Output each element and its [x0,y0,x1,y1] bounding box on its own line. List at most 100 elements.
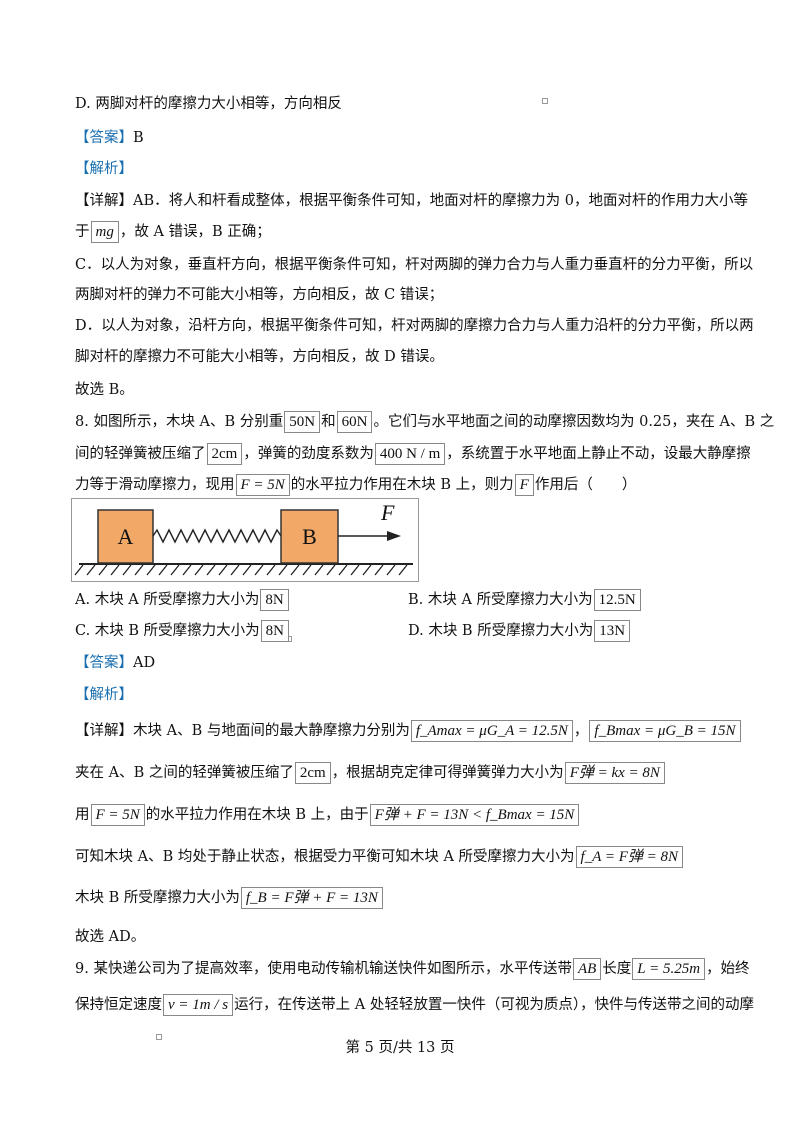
force-label: F [380,500,395,525]
spring-blocks-figure: A B F [71,498,419,582]
detail-text: ， [573,723,589,739]
artifact-dot [156,1034,162,1040]
q8-conclusion: 故选 AD。 [75,929,146,945]
block-b-label: B [302,524,317,549]
q7-detail-4: 两脚对杆的弹力不可能大小相等，方向相反，故 C 错误； [75,287,444,303]
stem-text: 长度 [602,961,632,977]
formula-spring-force: F弹 = kx = 8N [564,762,665,784]
formula-60n: 60N [336,411,373,433]
formula-velocity: v = 1m / s [163,994,234,1016]
formula-text: F [519,477,529,493]
formula-inequality: F弹 + F = 13N < f_Bmax = 15N [369,804,580,826]
answer-value: B [133,130,144,146]
detail-text: 可知木块 A、B 均处于静止状态，根据受力平衡可知木块 A 所受摩擦力大小为 [75,849,575,865]
formula-text: F弹 = kx = 8N [569,765,660,781]
stem-text: 作用后（ ） [534,477,637,493]
q7-detail-5: D．以人为对象，沿杆方向，根据平衡条件可知，杆对两脚的摩擦力合力与人重力沿杆的分… [75,318,754,334]
q9-stem-1: 9. 某快递公司为了提高效率，使用电动传输机输送快件如图所示，水平传送带 AB 长度… [75,958,750,980]
detail-text: ，故 A 错误，B 正确； [119,224,271,240]
q9-stem-2: 保持恒定速度 v = 1m / s 运行，在传送带上 A 处轻轻放置一快件（可视为质… [75,994,754,1016]
stem-text: 保持恒定速度 [75,997,162,1013]
option-a-value: 8N [260,589,289,611]
block-a [97,509,154,564]
detail-label: 【详解】 [75,193,133,209]
formula-f5n: F = 5N [90,804,145,826]
formula-fa: f_A = F弹 = 8N [575,846,684,868]
detail-text: 木块 B 所受摩擦力大小为 [75,890,240,906]
q7-detail-6: 脚对杆的摩擦力不可能大小相等，方向相反，故 D 错误。 [75,349,444,365]
option-text: A. 木块 A 所受摩擦力大小为 [75,592,260,608]
q8-stem-3: 力等于滑动摩擦力，现用 F = 5N 的水平拉力作用在木块 B 上，则力 F 作用后（ … [75,474,636,496]
block-a-label: A [118,524,134,549]
formula-f: F [514,474,534,496]
formula-2cm: 2cm [206,443,243,465]
formula-fb-max: f_Bmax = μG_B = 15N [589,720,741,742]
q8-detail-3: 用 F = 5N 的水平拉力作用在木块 B 上，由于 F弹 + F = 13N < f… [75,804,580,826]
spring [152,528,282,544]
q8-detail-5: 木块 B 所受摩擦力大小为 f_B = F弹 + F = 13N [75,887,384,909]
q8-detail-4: 可知木块 A、B 均处于静止状态，根据受力平衡可知木块 A 所受摩擦力大小为 f_… [75,846,684,868]
stem-text: 。它们与水平地面之间的动摩擦因数均为 0.25，夹在 A、B 之 [373,414,775,430]
answer-label: 【答案】 [75,655,133,671]
stem-text: ，系统置于水平地面上静止不动，设最大静摩擦 [446,446,751,462]
ground-hatch [74,564,408,576]
formula-text: f_A = F弹 = 8N [580,849,679,865]
stem-text: 8. 如图所示，木块 A、B 分别重 [75,414,284,430]
formula-text: F = 5N [240,477,285,493]
stem-text: 和 [321,414,336,430]
stem-text: 9. 某快递公司为了提高效率，使用电动传输机输送快件如图所示，水平传送带 [75,961,572,977]
answer-label: 【答案】 [75,130,133,146]
formula-fa-max: f_Amax = μG_A = 12.5N [410,720,573,742]
page-footer: 第 5 页/共 13 页 [345,1040,455,1056]
formula-text: f_B = F弹 + F = 13N [245,890,378,906]
detail-text: 的水平拉力作用在木块 B 上，由于 [145,807,369,823]
option-text: C. 木块 B 所受摩擦力大小为 [75,623,260,639]
q7-conclusion: 故选 B。 [75,382,134,398]
detail-text: 用 [75,807,90,823]
option-b-value: 12.5N [593,589,641,611]
artifact-dot [542,98,548,104]
option-text: D. 木块 B 所受摩擦力大小为 [408,623,594,639]
answer-value: AD [133,655,156,671]
formula-text: f_Amax = μG_A = 12.5N [415,723,568,739]
formula-text: L = 5.25m [637,961,701,977]
formula-f5n: F = 5N [235,474,290,496]
q7-analysis-label: 【解析】 [75,161,133,177]
formula-mg: mg [90,221,119,243]
q8-answer: 【答案】AD [75,653,155,673]
stem-text: 间的轻弹簧被压缩了 [75,446,206,462]
formula-length: L = 5.25m [632,958,706,980]
formula-fb: f_B = F弹 + F = 13N [240,887,383,909]
formula-text: v = 1m / s [168,997,229,1013]
stem-text: ，弹簧的劲度系数为 [243,446,374,462]
formula-text: F弹 + F = 13N < f_Bmax = 15N [374,807,575,823]
q8-analysis-label: 【解析】 [75,687,133,703]
formula-50n: 50N [284,411,321,433]
q7-detail-3: C．以人为对象，垂直杆方向，根据平衡条件可知，杆对两脚的弹力合力与人重力垂直杆的… [75,257,754,273]
detail-text: ，根据胡克定律可得弹簧弹力大小为 [331,765,564,781]
stem-text: 的水平拉力作用在木块 B 上，则力 [290,477,514,493]
option-text: B. 木块 A 所受摩擦力大小为 [408,592,593,608]
detail-text: 于 [75,224,90,240]
formula-2cm: 2cm [294,762,331,784]
option-c-value: 8N [260,620,290,642]
formula-ab: AB [572,958,602,980]
stem-text: ，始终 [706,961,750,977]
stem-text: 力等于滑动摩擦力，现用 [75,477,235,493]
detail-text: 木块 A、B 与地面间的最大静摩擦力分别为 [133,723,410,739]
option-d-value: 13N [594,620,631,642]
formula-text: F = 5N [95,807,140,823]
formula-text: f_Bmax = μG_B = 15N [594,723,736,739]
detail-text: 夹在 A、B 之间的轻弹簧被压缩了 [75,765,294,781]
stem-text: 运行，在传送带上 A 处轻轻放置一快件（可视为质点），快件与传送带之间的动摩 [234,997,755,1013]
formula-text: AB [577,961,597,977]
detail-text: AB．将人和杆看成整体，根据平衡条件可知，地面对杆的摩擦力为 0，地面对杆的作用… [133,193,748,209]
